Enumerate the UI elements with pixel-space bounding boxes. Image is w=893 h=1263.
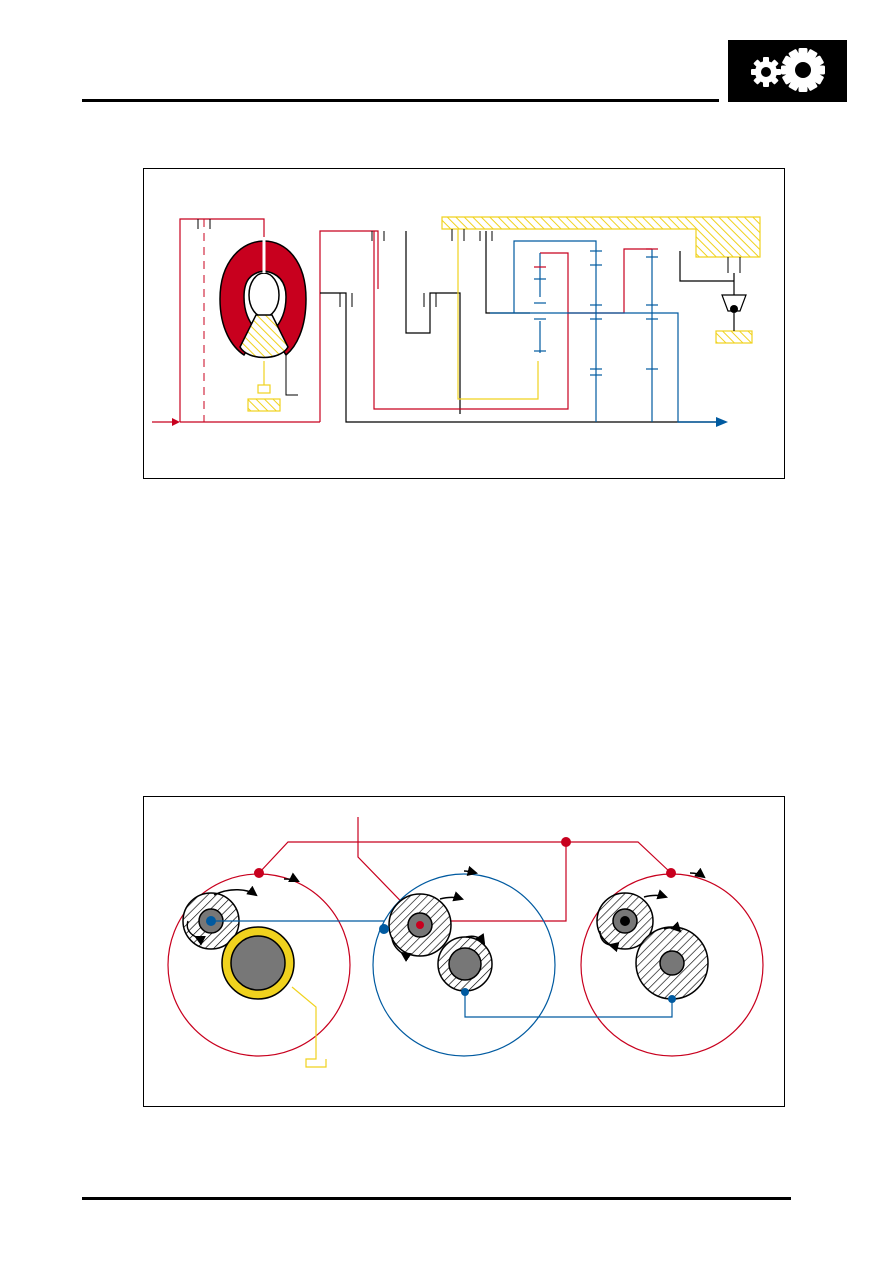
gearset-2 (372, 865, 556, 1057)
gearset-1 (167, 872, 351, 1057)
rotation-arrow (391, 936, 412, 963)
turbine-shaft (320, 231, 734, 423)
rotation-arrow (213, 885, 258, 897)
node-left-ring (254, 868, 264, 878)
input-shaft (179, 218, 379, 423)
planetary-gearset-drawing (167, 817, 764, 1068)
clutch-marks-housing (451, 229, 741, 273)
ring-gear-2 (372, 873, 556, 1057)
rotation-arrow (283, 872, 300, 882)
rotation-arrow (599, 930, 620, 953)
ring-gear-marks (534, 248, 658, 268)
brake-link (291, 986, 327, 1068)
section-badge (728, 40, 847, 102)
header-rule (82, 99, 719, 102)
clutch-marks-turbine (339, 231, 493, 307)
node-junction (561, 837, 571, 847)
footer-rule (82, 1197, 791, 1200)
rotation-arrow (186, 920, 206, 946)
stator-support (247, 361, 281, 412)
input-arrow (152, 418, 180, 426)
output-arrow (678, 417, 728, 427)
ring-gear-link (568, 248, 652, 314)
ring-gear-1 (167, 873, 351, 1057)
planet-axle-3b (659, 950, 685, 976)
planetary-gearset-diagram (143, 796, 785, 1107)
node-center-black (620, 916, 630, 926)
turbine-link (285, 355, 298, 396)
carrier-connection (211, 920, 673, 1018)
rotation-arrow (643, 889, 668, 900)
rotation-arrow (465, 933, 486, 945)
intermediate-shaft (373, 231, 569, 410)
planetary-gearsets (490, 240, 716, 423)
gearset-3 (580, 867, 764, 1057)
ring-gear-3 (580, 873, 764, 1057)
transmission-housing (441, 216, 761, 400)
node-blue-ring (379, 924, 389, 934)
clutch-marks-input (197, 219, 385, 241)
rotation-arrow (439, 891, 464, 902)
node-mid-bottom (461, 988, 469, 996)
one-way-clutch (721, 273, 747, 331)
torque-converter (219, 237, 307, 359)
gear-teeth-marks (534, 250, 658, 376)
rotation-arrow (663, 921, 682, 933)
planet-axle-2b (448, 947, 482, 981)
node-right-ring (666, 868, 676, 878)
gears-icon (751, 48, 825, 92)
node-center-red (416, 921, 424, 929)
powerflow-schematic-drawing (152, 216, 761, 427)
powerflow-schematic (143, 168, 785, 479)
rotation-arrow (689, 867, 706, 879)
rotation-arrow (463, 865, 479, 877)
node-left-planet (206, 916, 216, 926)
sun-hub-1 (230, 935, 286, 991)
node-right-bottom (668, 995, 676, 1003)
